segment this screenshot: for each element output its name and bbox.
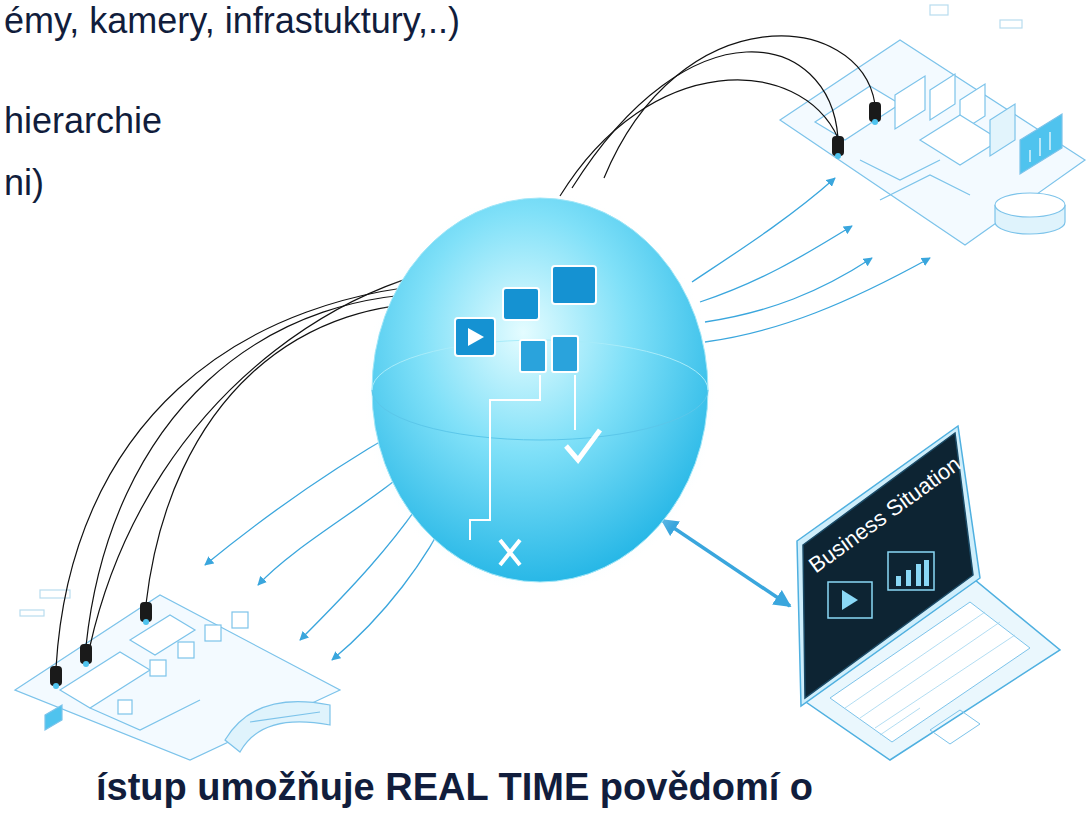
control-room-scene-part	[15, 595, 340, 760]
laptop-part-part	[880, 708, 920, 735]
chart-bar	[896, 576, 901, 586]
slide-text: émy, kamery, infrastuktury,..)	[4, 0, 460, 41]
process-sphere-part	[372, 198, 708, 582]
office-scene-part	[1000, 20, 1022, 28]
laptop-part-part	[875, 635, 1015, 728]
cameras-part	[835, 153, 841, 159]
process-sphere-part-part	[470, 375, 540, 540]
control-room-scene-part	[205, 625, 221, 641]
data-flow-arrows-part	[692, 178, 835, 282]
office-scene-part	[1049, 132, 1050, 150]
data-flow-arrows-part	[705, 258, 930, 342]
office-scene	[780, 5, 1085, 245]
cameras-part	[872, 119, 878, 125]
process-sphere-part-part	[552, 266, 596, 304]
laptop	[797, 426, 1060, 760]
process-sphere-part-part	[566, 430, 600, 460]
cameras-part	[143, 619, 149, 625]
control-room-scene-part	[232, 612, 248, 628]
cameras-part	[83, 661, 89, 667]
process-sphere-part-part	[552, 336, 578, 372]
office-scene-part	[880, 175, 970, 200]
chart-icon	[888, 552, 934, 590]
chart-bar	[906, 570, 911, 586]
process-sphere	[362, 190, 718, 594]
control-room-scene-part	[45, 705, 62, 730]
control-room-scene-part	[150, 660, 166, 676]
office-scene-part	[920, 115, 1000, 165]
slide-text: ni)	[4, 162, 44, 203]
process-sphere-part	[455, 266, 596, 372]
bold-statement: ístup umožňuje REAL TIME povědomí o	[96, 766, 813, 810]
office-scene-part	[930, 74, 955, 120]
data-flow-arrows-part	[662, 520, 790, 606]
control-room-scene-part	[20, 610, 44, 616]
process-sphere-part-part	[574, 375, 576, 430]
screen-surface	[803, 433, 973, 698]
control-room-scene-part	[178, 642, 194, 658]
camera-cables-part	[572, 52, 838, 188]
office-scene-part	[860, 160, 940, 180]
control-room-scene-part	[225, 702, 330, 752]
office-scene-part	[815, 86, 900, 140]
video-icon	[828, 582, 872, 618]
cameras	[50, 102, 881, 689]
chart-bar	[916, 564, 921, 586]
control-room-scene	[15, 590, 340, 760]
process-sphere-part	[362, 190, 718, 594]
control-room-scene-part	[250, 712, 320, 722]
data-flow-arrows-part	[705, 258, 872, 322]
office-scene-part	[1039, 138, 1040, 156]
control-room-scene-part	[60, 652, 150, 708]
office-scene-part	[780, 40, 1085, 245]
office-scene-part	[930, 5, 948, 15]
process-sphere-part-part	[503, 288, 539, 320]
office-scene-part	[1029, 150, 1030, 162]
play-symbol	[842, 590, 858, 610]
office-scene-part	[995, 193, 1065, 217]
process-sphere-part-part	[520, 340, 546, 372]
laptop-part	[930, 710, 980, 744]
control-room-scene-part	[118, 700, 132, 714]
process-sphere-part-part	[455, 318, 495, 356]
process-sphere-part-part	[500, 540, 520, 565]
camera-cables	[56, 36, 875, 668]
cameras-part	[53, 683, 59, 689]
camera-cables-part	[560, 80, 838, 196]
office-scene-part	[895, 76, 925, 129]
control-room-scene-part	[90, 700, 200, 730]
laptop-screen: Business Situation	[800, 430, 978, 705]
laptop-part	[797, 426, 980, 706]
slide-text: hierarchie	[4, 100, 162, 141]
office-scene-part	[990, 104, 1015, 156]
chart-bar	[924, 560, 929, 586]
office-scene-part	[1020, 114, 1062, 174]
camera-cables-part	[604, 36, 875, 178]
process-sphere-part	[470, 375, 600, 565]
data-flow-arrows-part	[700, 226, 852, 302]
process-sphere-part-part	[468, 328, 484, 346]
